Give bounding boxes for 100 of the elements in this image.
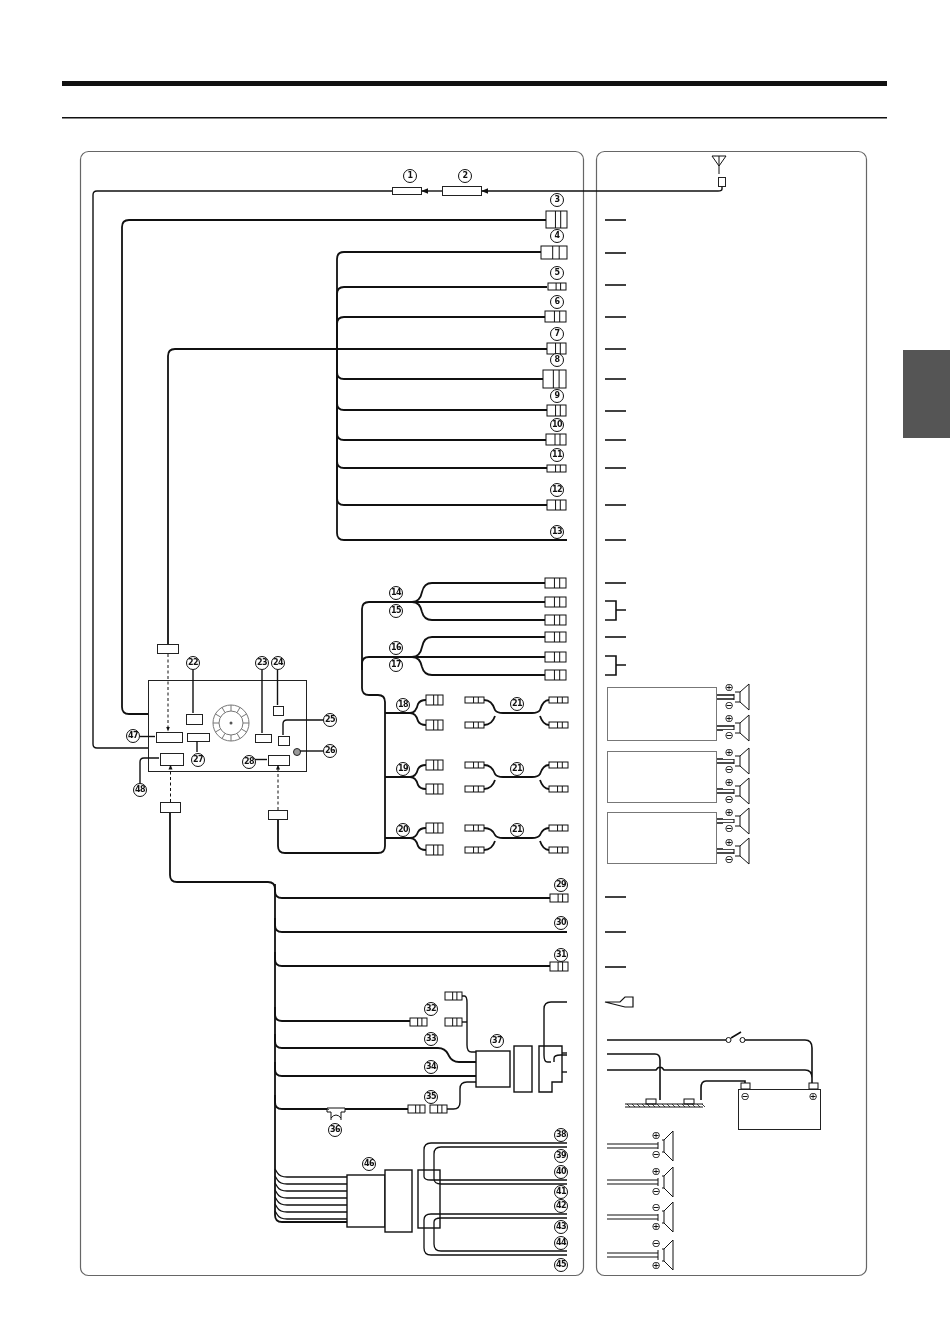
harness-plug-box	[268, 810, 288, 820]
callout-number: 24	[271, 656, 285, 670]
amplifier-box	[607, 687, 717, 741]
polarity-sign: ⊖	[650, 1202, 662, 1214]
callout-number: 46	[362, 1157, 376, 1171]
callout-number: 48	[133, 783, 147, 797]
polarity-sign: ⊖	[650, 1186, 662, 1198]
leader-line	[139, 757, 160, 784]
connector-socket	[187, 733, 210, 742]
port-socket	[273, 706, 284, 716]
polarity-sign: ⊕	[723, 807, 735, 819]
callout-number: 16	[389, 641, 403, 655]
callout-number: 31	[554, 948, 568, 962]
callout-number: 42	[554, 1199, 568, 1213]
callout-number: 4	[550, 229, 564, 243]
polarity-sign: ⊕	[723, 837, 735, 849]
connector-socket	[268, 755, 290, 766]
callout-number: 5	[550, 266, 564, 280]
antenna-plug	[718, 177, 726, 187]
usb-port	[186, 714, 203, 725]
callout-number: 22	[186, 656, 200, 670]
polarity-sign: ⊕	[723, 777, 735, 789]
polarity-sign: ⊖	[739, 1091, 751, 1103]
leader-line	[276, 669, 279, 706]
polarity-sign: ⊕	[650, 1166, 662, 1178]
polarity-sign: ⊖	[650, 1238, 662, 1250]
polarity-sign: ⊕	[723, 682, 735, 694]
callout-number: 21	[510, 697, 524, 711]
polarity-sign: ⊖	[723, 700, 735, 712]
callout-number: 47	[126, 729, 140, 743]
polarity-sign: ⊖	[723, 794, 735, 806]
plug-connector	[442, 186, 482, 196]
polarity-sign: ⊕	[723, 713, 735, 725]
polarity-sign: ⊕	[650, 1221, 662, 1233]
callout-number: 29	[554, 878, 568, 892]
callout-number: 28	[242, 755, 256, 769]
callout-number: 26	[323, 744, 337, 758]
callout-number: 32	[424, 1002, 438, 1016]
leader-line	[282, 719, 324, 736]
port-socket	[255, 734, 272, 743]
dashed-arrow	[168, 764, 173, 803]
callout-number: 30	[554, 916, 568, 930]
leader-line	[192, 669, 194, 714]
callout-number: 9	[550, 389, 564, 403]
callout-number: 25	[323, 713, 337, 727]
polarity-sign: ⊕	[723, 747, 735, 759]
amplifier-box	[607, 751, 717, 803]
leader-line	[196, 740, 198, 753]
dashed-arrow	[276, 764, 280, 811]
connector-socket	[160, 753, 184, 766]
callout-number: 15	[389, 604, 403, 618]
callout-number: 45	[554, 1258, 568, 1272]
callout-number: 23	[255, 656, 269, 670]
plug-connector	[392, 187, 422, 195]
callout-number: 13	[550, 525, 564, 539]
callout-number: 12	[550, 483, 564, 497]
leader-line	[139, 735, 156, 738]
dashed-arrow	[166, 653, 170, 732]
callout-number: 37	[490, 1034, 504, 1048]
polarity-sign: ⊖	[723, 730, 735, 742]
arrow	[481, 186, 723, 194]
callout-number: 39	[554, 1149, 568, 1163]
port-socket	[278, 736, 290, 746]
callout-number: 44	[554, 1236, 568, 1250]
callout-number: 38	[554, 1128, 568, 1142]
callout-number: 20	[396, 823, 410, 837]
callout-number: 2	[458, 169, 472, 183]
callout-number: 14	[389, 586, 403, 600]
callout-number: 6	[550, 295, 564, 309]
arrow	[421, 188, 443, 194]
head-unit-box	[148, 680, 307, 772]
callout-number: 36	[328, 1123, 342, 1137]
callout-number: 11	[550, 448, 564, 462]
callout-number: 17	[389, 658, 403, 672]
connector-socket	[156, 732, 183, 743]
callout-number: 43	[554, 1220, 568, 1234]
leader-line	[92, 190, 393, 749]
callout-number: 10	[550, 418, 564, 432]
callout-number: 1	[403, 169, 417, 183]
harness-plug-box	[157, 644, 179, 654]
callout-number: 34	[424, 1060, 438, 1074]
callout-number: 35	[424, 1090, 438, 1104]
harness-plug-box	[160, 802, 181, 813]
jack-socket	[293, 748, 301, 756]
polarity-sign: ⊕	[650, 1130, 662, 1142]
polarity-sign: ⊕	[807, 1091, 819, 1103]
callout-number: 41	[554, 1185, 568, 1199]
polarity-sign: ⊖	[723, 854, 735, 866]
polarity-sign: ⊖	[650, 1149, 662, 1161]
polarity-sign: ⊖	[723, 764, 735, 776]
callout-number: 33	[424, 1032, 438, 1046]
amplifier-box	[607, 812, 717, 864]
callout-number: 21	[510, 823, 524, 837]
callout-number: 8	[550, 353, 564, 367]
callout-number: 27	[191, 753, 205, 767]
polarity-sign: ⊖	[723, 823, 735, 835]
battery-box	[738, 1089, 821, 1130]
polarity-sign: ⊕	[650, 1260, 662, 1272]
callout-number: 7	[550, 327, 564, 341]
leader-line	[299, 750, 324, 752]
